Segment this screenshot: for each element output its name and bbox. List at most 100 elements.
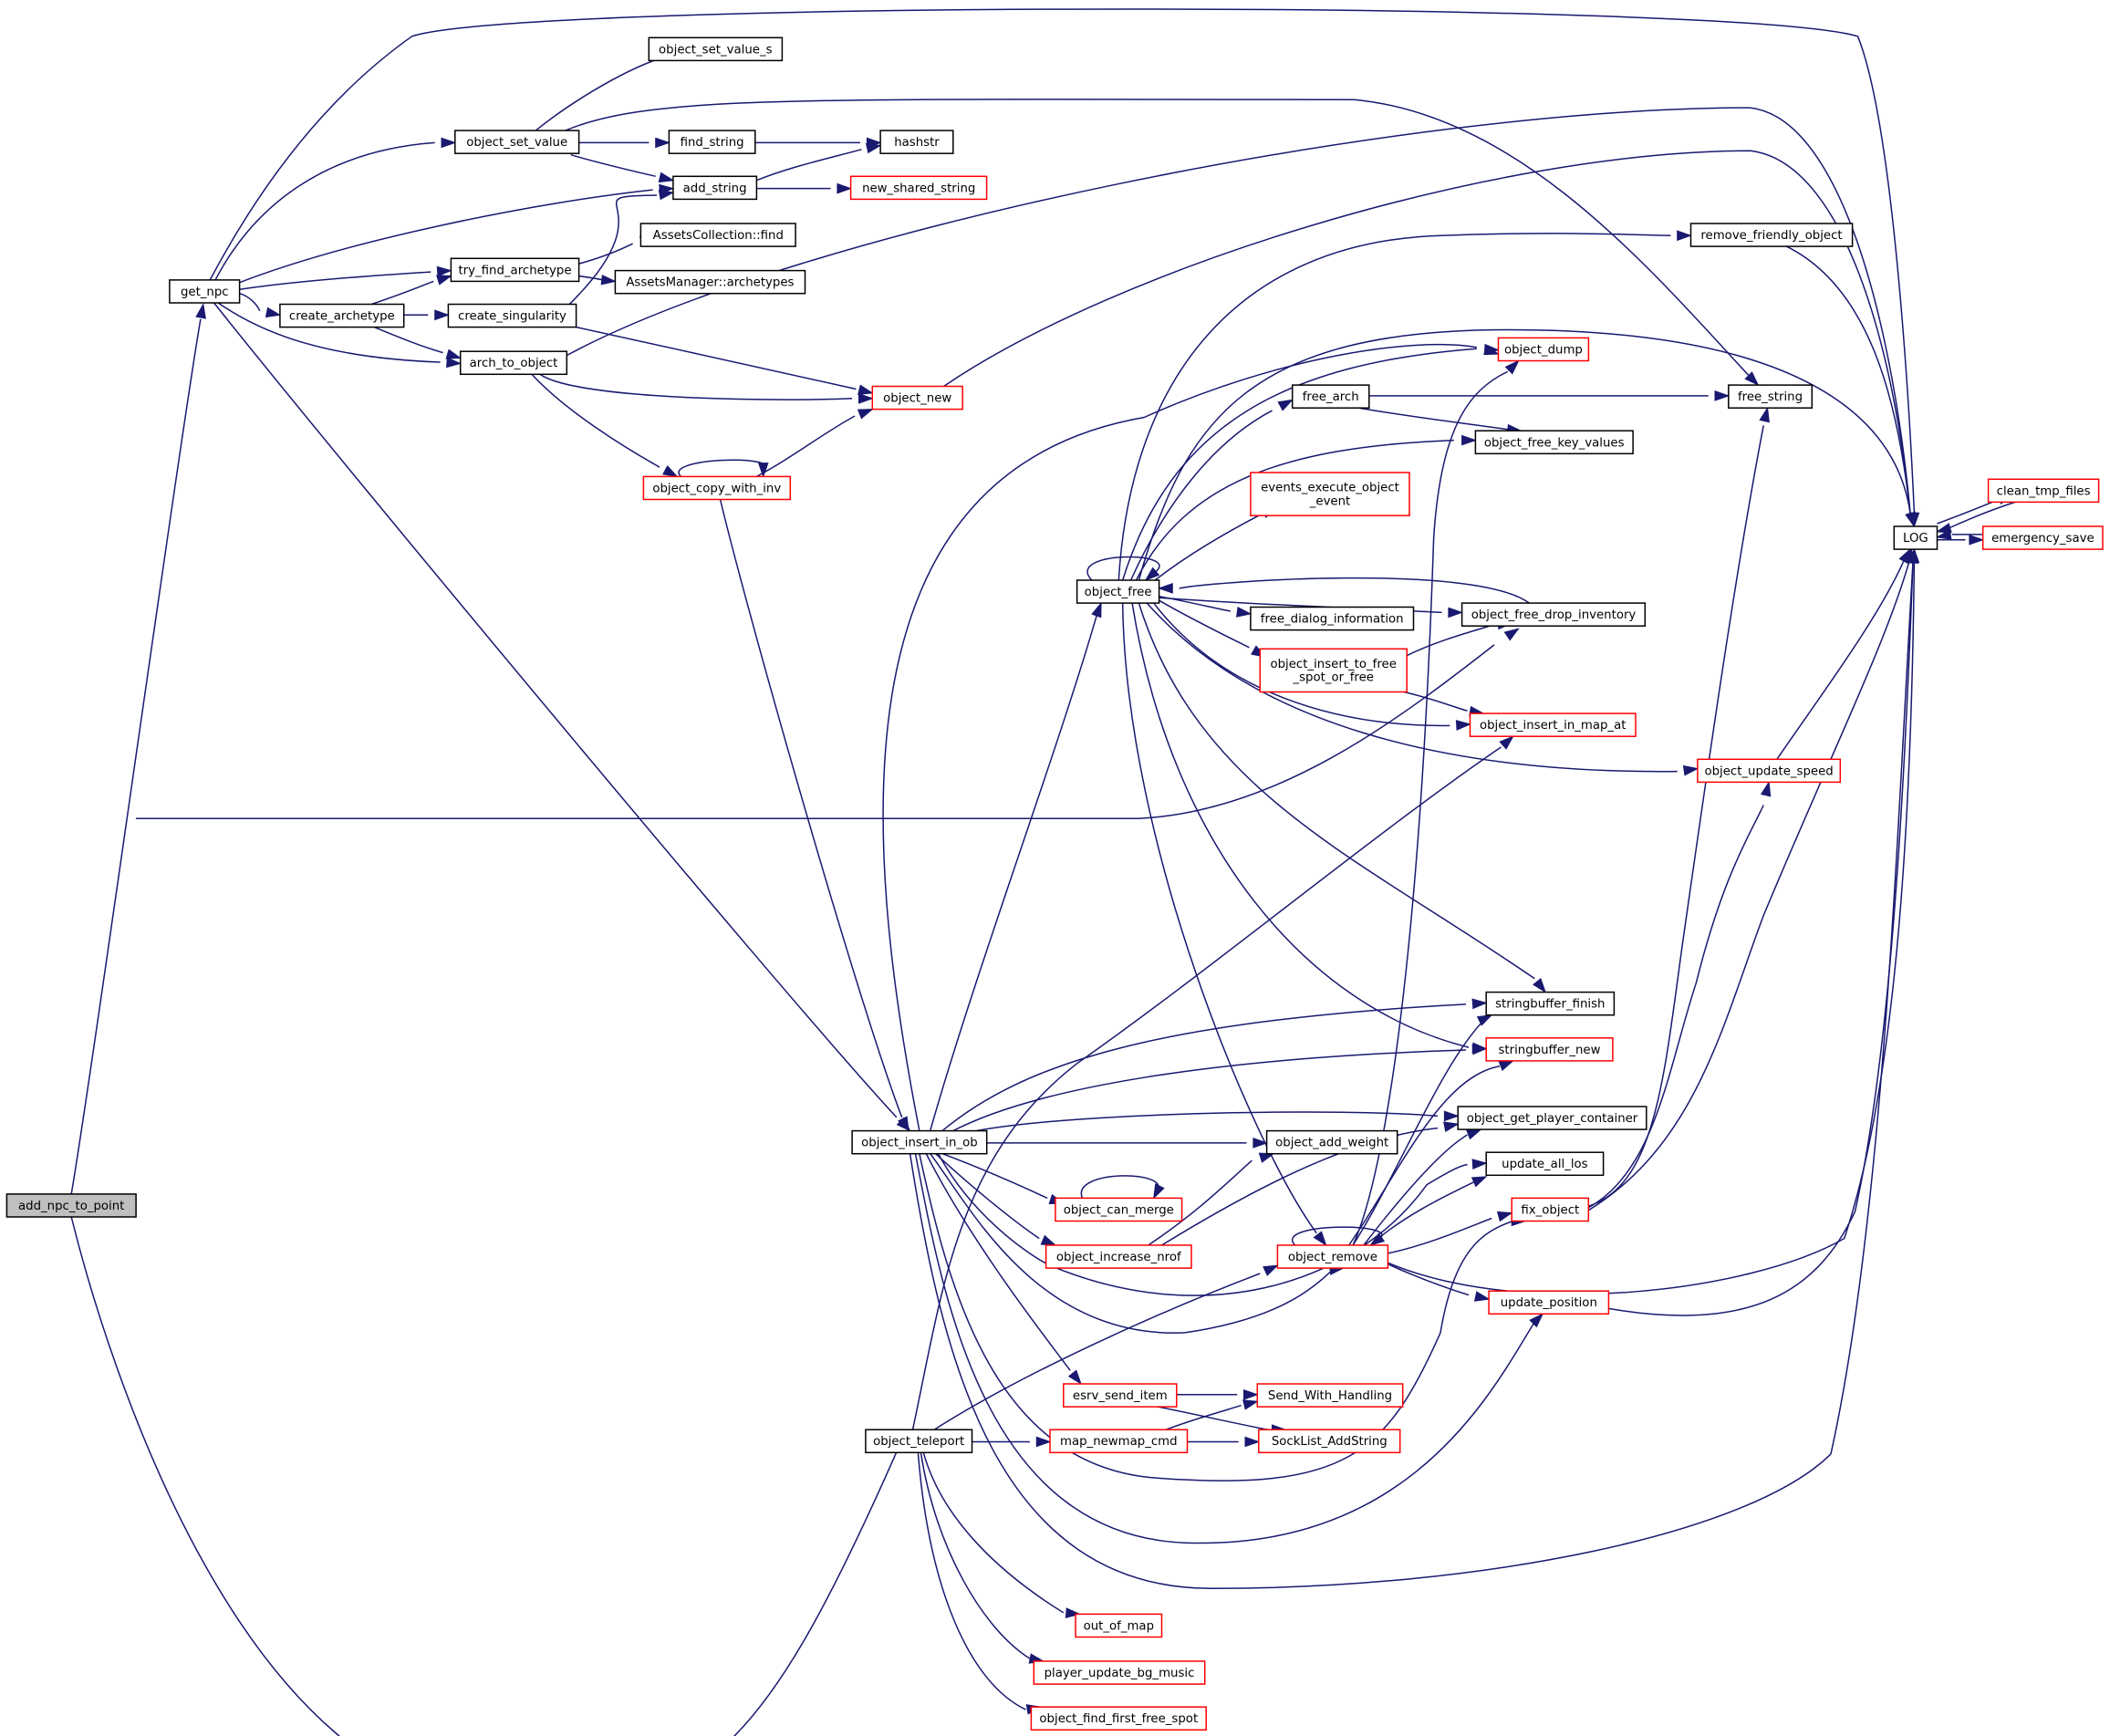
node-add-npc-to-point[interactable]: add_npc_to_point [5,1193,137,1218]
edge-object_free-to-object_remove [1121,603,1327,1247]
node-events-execute-object-event[interactable]: events_execute_object_event [1250,472,1410,516]
edge-add_string-to-new_shared_string [756,182,853,194]
node-object-free-drop-inventory[interactable]: object_free_drop_inventory [1460,602,1647,627]
node-box [1474,430,1634,455]
edge-object_copy_with_inv-to-object_new [755,409,874,478]
node-esrv-send-item[interactable]: esrv_send_item [1063,1383,1178,1408]
node-label: object_copy_with_inv [652,482,781,495]
node-free-arch[interactable]: free_arch [1291,384,1370,409]
node-label: object_set_value [466,136,567,150]
node-object-dump[interactable]: object_dump [1497,337,1590,362]
node-box [1469,712,1637,737]
node-player-update-bg-music[interactable]: player_update_bg_music [1033,1660,1206,1685]
node-free-string[interactable]: free_string [1728,384,1814,409]
node-object-update-speed[interactable]: object_update_speed [1697,758,1842,784]
node-assets-manager-archetypes[interactable]: AssetsManager::archetypes [614,269,806,295]
edge-object_insert_in_ob-to-update_all_los [937,1153,1488,1296]
node-box [1045,1244,1192,1269]
edge-free_arch-to-free_string [1368,390,1731,401]
node-remove-friendly-object[interactable]: remove_friendly_object [1689,223,1854,247]
node-object-free-key-values[interactable]: object_free_key_values [1474,430,1634,455]
edge-get_npc-to-create_archetype [239,292,282,318]
node-box [1030,1706,1207,1731]
node-object-set-value-s[interactable]: object_set_value_s [648,36,784,62]
edge-object_remove-to-object_dump [1352,359,1520,1246]
node-socklist-addstring[interactable]: SockList_AddString [1258,1429,1401,1454]
node-object-insert-in-map-at[interactable]: object_insert_in_map_at [1469,712,1637,737]
node-box [1291,384,1370,409]
edge-object_insert_in_ob-to-object_dump [882,343,1500,1131]
node-object-free[interactable]: object_free [1076,579,1160,604]
node-object-new[interactable]: object_new [871,385,963,411]
node-object-can-merge[interactable]: object_can_merge [1055,1197,1183,1222]
node-label: free_arch [1303,390,1359,404]
node-fix-object[interactable]: fix_object [1511,1197,1590,1222]
edge-object_free-to-object_dump [1121,343,1501,581]
node-box [1055,1197,1183,1222]
node-stringbuffer-new[interactable]: stringbuffer_new [1485,1037,1614,1062]
node-label: hashstr [894,136,940,150]
node-clean-tmp-files[interactable]: clean_tmp_files [1987,478,2100,504]
node-label: object_insert_in_map_at [1480,719,1627,733]
node-label: add_string [683,182,747,195]
node-object-insert-in-ob[interactable]: object_insert_in_ob [851,1129,988,1155]
node-box [1276,1244,1389,1269]
node-label: object_find_first_free_spot [1039,1712,1198,1726]
node-box [1250,472,1410,516]
node-box [1497,337,1590,362]
node-update-position[interactable]: update_position [1488,1290,1610,1315]
node-object-remove[interactable]: object_remove [1276,1244,1389,1269]
node-arch-to-object[interactable]: arch_to_object [459,350,568,376]
node-get-npc[interactable]: get_npc [169,279,241,304]
node-hashstr[interactable]: hashstr [879,130,954,154]
node-box [454,130,580,154]
edge-object_remove-to-stringbuffer_new [1348,1060,1515,1246]
node-object-add-weight[interactable]: object_add_weight [1265,1129,1398,1155]
node-box [1697,758,1842,784]
node-object-get-player-container[interactable]: object_get_player_container [1457,1106,1647,1130]
edge-object_insert_in_ob-to-object_add_weight [986,1137,1269,1149]
node-send-with-handling[interactable]: Send_With_Handling [1256,1383,1404,1408]
node-label: AssetsCollection::find [653,229,784,243]
edge-object_teleport-to-out_of_map [922,1452,1082,1618]
node-object-teleport[interactable]: object_teleport [865,1429,973,1454]
node-add-string[interactable]: add_string [672,175,758,201]
node-label: update_all_los [1502,1158,1588,1171]
edge-object_teleport-to-object_insert_in_map_at [911,735,1514,1430]
node-create-singularity[interactable]: create_singularity [447,303,577,328]
edge-object_new-to-log [943,150,1916,528]
node-log[interactable]: LOG [1893,525,1938,550]
node-find-string[interactable]: find_string [668,130,756,154]
node-create-archetype[interactable]: create_archetype [279,303,405,328]
node-map-newmap-cmd[interactable]: map_newmap_cmd [1049,1429,1189,1454]
node-box [1457,1106,1647,1130]
edge-map_newmap_cmd-to-send_with_handling [1165,1399,1259,1430]
node-label: events_execute_object [1261,482,1399,495]
edge-object_can_merge-to-object_can_merge [1080,1175,1165,1200]
node-label: Send_With_Handling [1268,1389,1392,1403]
edge-add_npc_to_point-to-object_teleport [70,1216,914,1736]
edge-object_set_value-to-add_string [570,153,675,183]
node-update-all-los[interactable]: update_all_los [1485,1151,1605,1177]
node-try-find-archetype[interactable]: try_find_archetype [450,257,580,283]
node-box [648,36,784,62]
node-object-set-value[interactable]: object_set_value [454,130,580,154]
node-box [1033,1660,1206,1685]
node-new-shared-string[interactable]: new_shared_string [849,175,988,201]
node-box [169,279,241,304]
node-object-find-first-free-spot[interactable]: object_find_first_free_spot [1030,1706,1207,1731]
node-free-dialog-information[interactable]: free_dialog_information [1250,606,1415,631]
edge-object_free-to-log [1138,328,1916,581]
node-out-of-map[interactable]: out_of_map [1075,1613,1163,1638]
node-stringbuffer-finish[interactable]: stringbuffer_finish [1485,991,1616,1016]
node-emergency-save[interactable]: emergency_save [1981,525,2104,550]
edge-object_remove-to-object_remove [1291,1226,1386,1246]
node-object-insert-to-free-spot-or-free[interactable]: object_insert_to_free_spot_or_free [1259,648,1408,693]
node-object-copy-with-inv[interactable]: object_copy_with_inv [642,475,792,501]
edge-object_insert_in_ob-to-stringbuffer_finish [941,998,1488,1132]
node-object-increase-nrof[interactable]: object_increase_nrof [1045,1244,1192,1269]
node-label: add_npc_to_point [18,1200,124,1213]
node-assets-collection-find[interactable]: AssetsCollection::find [639,223,796,247]
edge-create_archetype-to-try_find_archetype [371,275,452,306]
edge-object_free-to-object_update_speed [1146,602,1699,776]
